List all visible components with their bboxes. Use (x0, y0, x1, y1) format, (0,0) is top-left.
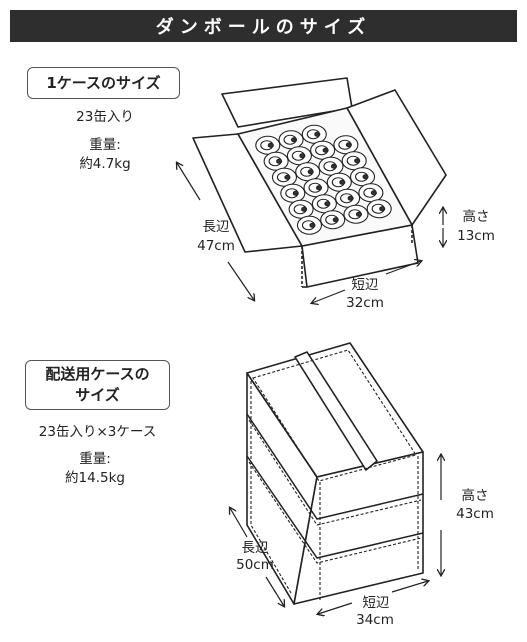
case2-cans: 23缶入り×3ケース (38, 424, 157, 440)
can-icon (343, 204, 369, 224)
can-icon (278, 130, 304, 150)
case1-height-label: 高さ (462, 209, 490, 225)
can-icon (303, 178, 329, 198)
case1-weight-label: 重量: (89, 137, 121, 153)
case2-label: 配送用ケースの サイズ (45, 364, 149, 406)
case2-length-arrow-top (230, 508, 248, 538)
case2-short-arrow-right (391, 581, 428, 593)
can-icon (296, 215, 323, 235)
can-icon (349, 167, 376, 187)
can-icon (366, 199, 392, 219)
can-icon (358, 183, 384, 203)
closed-box-illustration (246, 342, 424, 605)
case2-weight-value: 約14.5kg (65, 470, 125, 486)
can-icon (301, 124, 327, 144)
case1-height-value: 13cm (457, 228, 495, 244)
case1-length-label: 長辺 (202, 219, 230, 235)
case2-label-box: 配送用ケースの サイズ (25, 360, 170, 410)
can-icon (311, 194, 337, 214)
case1-weight-value: 約4.7kg (79, 156, 131, 172)
case1-short-label: 短辺 (351, 277, 379, 293)
case1-cans: 23缶入り (76, 109, 134, 125)
case2-length-value: 50cm (236, 557, 274, 573)
can-icon (320, 210, 346, 230)
case1-short-value: 32cm (346, 295, 384, 311)
case1-length-value: 47cm (197, 238, 235, 254)
case1-short-arrow-right (385, 261, 421, 275)
closed-box-tape (294, 351, 378, 471)
case2-length-arrow-bottom (265, 576, 284, 606)
can-icon (271, 167, 298, 187)
page-title: ダンボールのサイズ (10, 10, 517, 42)
can-icon (326, 172, 352, 192)
can-icon (295, 162, 321, 182)
closed-box-right-face (293, 451, 424, 605)
can-icon (255, 135, 281, 155)
can-icon (280, 183, 306, 203)
case2-length-label: 長辺 (241, 540, 269, 556)
can-icon (286, 146, 312, 166)
case1-label: 1ケースのサイズ (46, 73, 161, 92)
case1-label-box: 1ケースのサイズ (27, 67, 180, 99)
case2-short-label: 短辺 (362, 595, 390, 611)
can-icon (288, 199, 314, 219)
cans-group (255, 124, 392, 235)
case2-short-arrow-left (318, 602, 353, 614)
case2-height-value: 43cm (456, 506, 494, 522)
closed-box-dashed-lines (246, 349, 424, 600)
case2-weight-label: 重量: (79, 451, 111, 467)
case2-label-line2: サイズ (75, 386, 120, 404)
can-icon (341, 151, 367, 171)
can-icon (263, 151, 289, 171)
can-icon (335, 188, 361, 208)
can-icon (333, 135, 359, 155)
case2-short-value: 34cm (356, 612, 394, 628)
case2-height-label: 高さ (461, 488, 489, 504)
case2-label-line1: 配送用ケースの (45, 365, 150, 383)
case1-length-arrow-bottom (227, 261, 254, 300)
can-icon (318, 156, 344, 176)
case1-short-arrow-left (312, 289, 346, 303)
case1-length-arrow-top (177, 163, 201, 201)
can-icon (310, 140, 336, 160)
